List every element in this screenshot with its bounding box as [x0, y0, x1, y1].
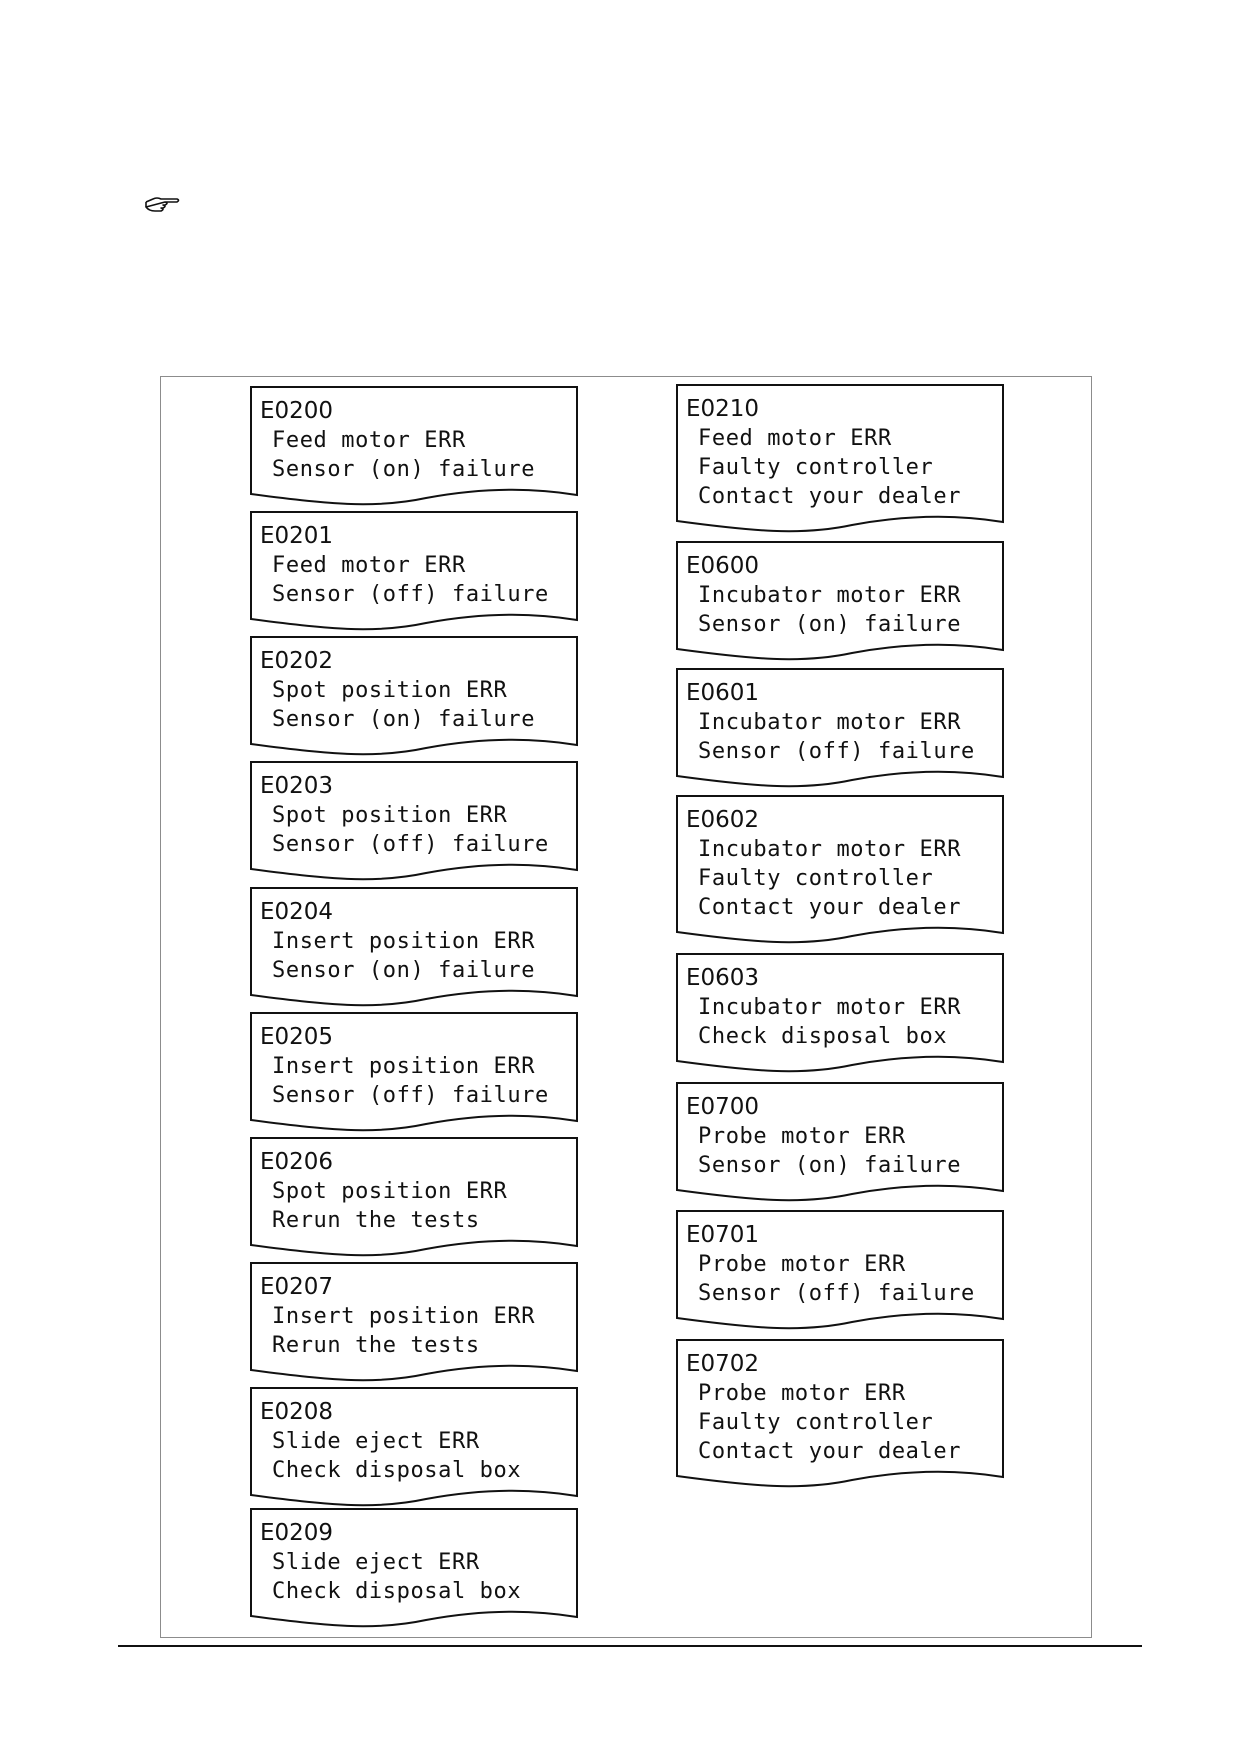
- error-title: Slide eject ERR: [272, 1550, 480, 1575]
- error-code: E0203: [260, 773, 334, 799]
- error-detail: Check disposal box: [272, 1458, 522, 1483]
- error-code: E0602: [686, 807, 760, 833]
- error-slip-e0603: E0603 Incubator motor ERR Check disposal…: [676, 953, 1005, 1078]
- error-code: E0601: [686, 680, 760, 706]
- error-action: Contact your dealer: [698, 484, 962, 509]
- error-slip-e0701: E0701 Probe motor ERR Sensor (off) failu…: [676, 1210, 1005, 1335]
- error-slip-e0210: E0210 Feed motor ERR Faulty controller C…: [676, 384, 1005, 539]
- error-title: Slide eject ERR: [272, 1429, 480, 1454]
- error-code: E0206: [260, 1149, 334, 1175]
- error-slip-e0206: E0206 Spot position ERR Rerun the tests: [250, 1137, 579, 1262]
- footer-divider: [118, 1645, 1142, 1647]
- error-code: E0600: [686, 553, 760, 579]
- error-slip-e0209: E0209 Slide eject ERR Check disposal box: [250, 1508, 579, 1633]
- error-title: Feed motor ERR: [272, 428, 466, 453]
- error-slip-e0700: E0700 Probe motor ERR Sensor (on) failur…: [676, 1082, 1005, 1207]
- error-title: Insert position ERR: [272, 1054, 536, 1079]
- error-detail: Sensor (on) failure: [272, 707, 536, 732]
- error-slip-e0205: E0205 Insert position ERR Sensor (off) f…: [250, 1012, 579, 1137]
- error-detail: Sensor (on) failure: [698, 1153, 962, 1178]
- error-code: E0205: [260, 1024, 334, 1050]
- error-slip-e0201: E0201 Feed motor ERR Sensor (off) failur…: [250, 511, 579, 636]
- error-code: E0209: [260, 1520, 334, 1546]
- error-code: E0702: [686, 1351, 760, 1377]
- error-slip-e0204: E0204 Insert position ERR Sensor (on) fa…: [250, 887, 579, 1012]
- error-title: Probe motor ERR: [698, 1124, 906, 1149]
- error-detail: Sensor (off) failure: [698, 739, 975, 764]
- error-detail: Sensor (off) failure: [698, 1281, 975, 1306]
- error-title: Incubator motor ERR: [698, 837, 962, 862]
- error-code: E0701: [686, 1222, 760, 1248]
- error-slip-e0601: E0601 Incubator motor ERR Sensor (off) f…: [676, 668, 1005, 793]
- error-title: Incubator motor ERR: [698, 710, 962, 735]
- error-title: Insert position ERR: [272, 929, 536, 954]
- error-slip-e0200: E0200 Feed motor ERR Sensor (on) failure: [250, 386, 579, 511]
- error-code: E0208: [260, 1399, 334, 1425]
- error-code: E0210: [686, 396, 760, 422]
- error-title: Probe motor ERR: [698, 1252, 906, 1277]
- error-title: Probe motor ERR: [698, 1381, 906, 1406]
- error-detail: Sensor (off) failure: [272, 582, 549, 607]
- error-slip-e0202: E0202 Spot position ERR Sensor (on) fail…: [250, 636, 579, 761]
- error-title: Feed motor ERR: [698, 426, 892, 451]
- error-title: Incubator motor ERR: [698, 995, 962, 1020]
- error-title: Incubator motor ERR: [698, 583, 962, 608]
- error-detail: Faulty controller: [698, 1410, 934, 1435]
- error-detail: Check disposal box: [272, 1579, 522, 1604]
- error-title: Feed motor ERR: [272, 553, 466, 578]
- error-title: Spot position ERR: [272, 1179, 508, 1204]
- error-code: E0207: [260, 1274, 334, 1300]
- error-slip-e0602: E0602 Incubator motor ERR Faulty control…: [676, 795, 1005, 950]
- error-detail: Check disposal box: [698, 1024, 948, 1049]
- error-detail: Faulty controller: [698, 455, 934, 480]
- error-code: E0603: [686, 965, 760, 991]
- error-code: E0200: [260, 398, 334, 424]
- pointing-hand-icon: [145, 197, 180, 212]
- error-slip-e0702: E0702 Probe motor ERR Faulty controller …: [676, 1339, 1005, 1494]
- error-detail: Sensor (off) failure: [272, 1083, 549, 1108]
- error-detail: Sensor (on) failure: [272, 457, 536, 482]
- error-slip-e0600: E0600 Incubator motor ERR Sensor (on) fa…: [676, 541, 1005, 666]
- error-slip-e0203: E0203 Spot position ERR Sensor (off) fai…: [250, 761, 579, 886]
- error-code-panel: E0200 Feed motor ERR Sensor (on) failure…: [160, 376, 1092, 1638]
- error-detail: Rerun the tests: [272, 1208, 480, 1233]
- error-slip-e0207: E0207 Insert position ERR Rerun the test…: [250, 1262, 579, 1387]
- error-code: E0201: [260, 523, 334, 549]
- error-slip-e0208: E0208 Slide eject ERR Check disposal box: [250, 1387, 579, 1512]
- error-detail: Rerun the tests: [272, 1333, 480, 1358]
- error-code: E0700: [686, 1094, 760, 1120]
- error-detail: Sensor (on) failure: [272, 958, 536, 983]
- error-action: Contact your dealer: [698, 895, 962, 920]
- error-code: E0204: [260, 899, 334, 925]
- error-title: Insert position ERR: [272, 1304, 536, 1329]
- error-detail: Sensor (on) failure: [698, 612, 962, 637]
- error-code: E0202: [260, 648, 334, 674]
- error-title: Spot position ERR: [272, 678, 508, 703]
- error-title: Spot position ERR: [272, 803, 508, 828]
- error-detail: Sensor (off) failure: [272, 832, 549, 857]
- error-action: Contact your dealer: [698, 1439, 962, 1464]
- error-detail: Faulty controller: [698, 866, 934, 891]
